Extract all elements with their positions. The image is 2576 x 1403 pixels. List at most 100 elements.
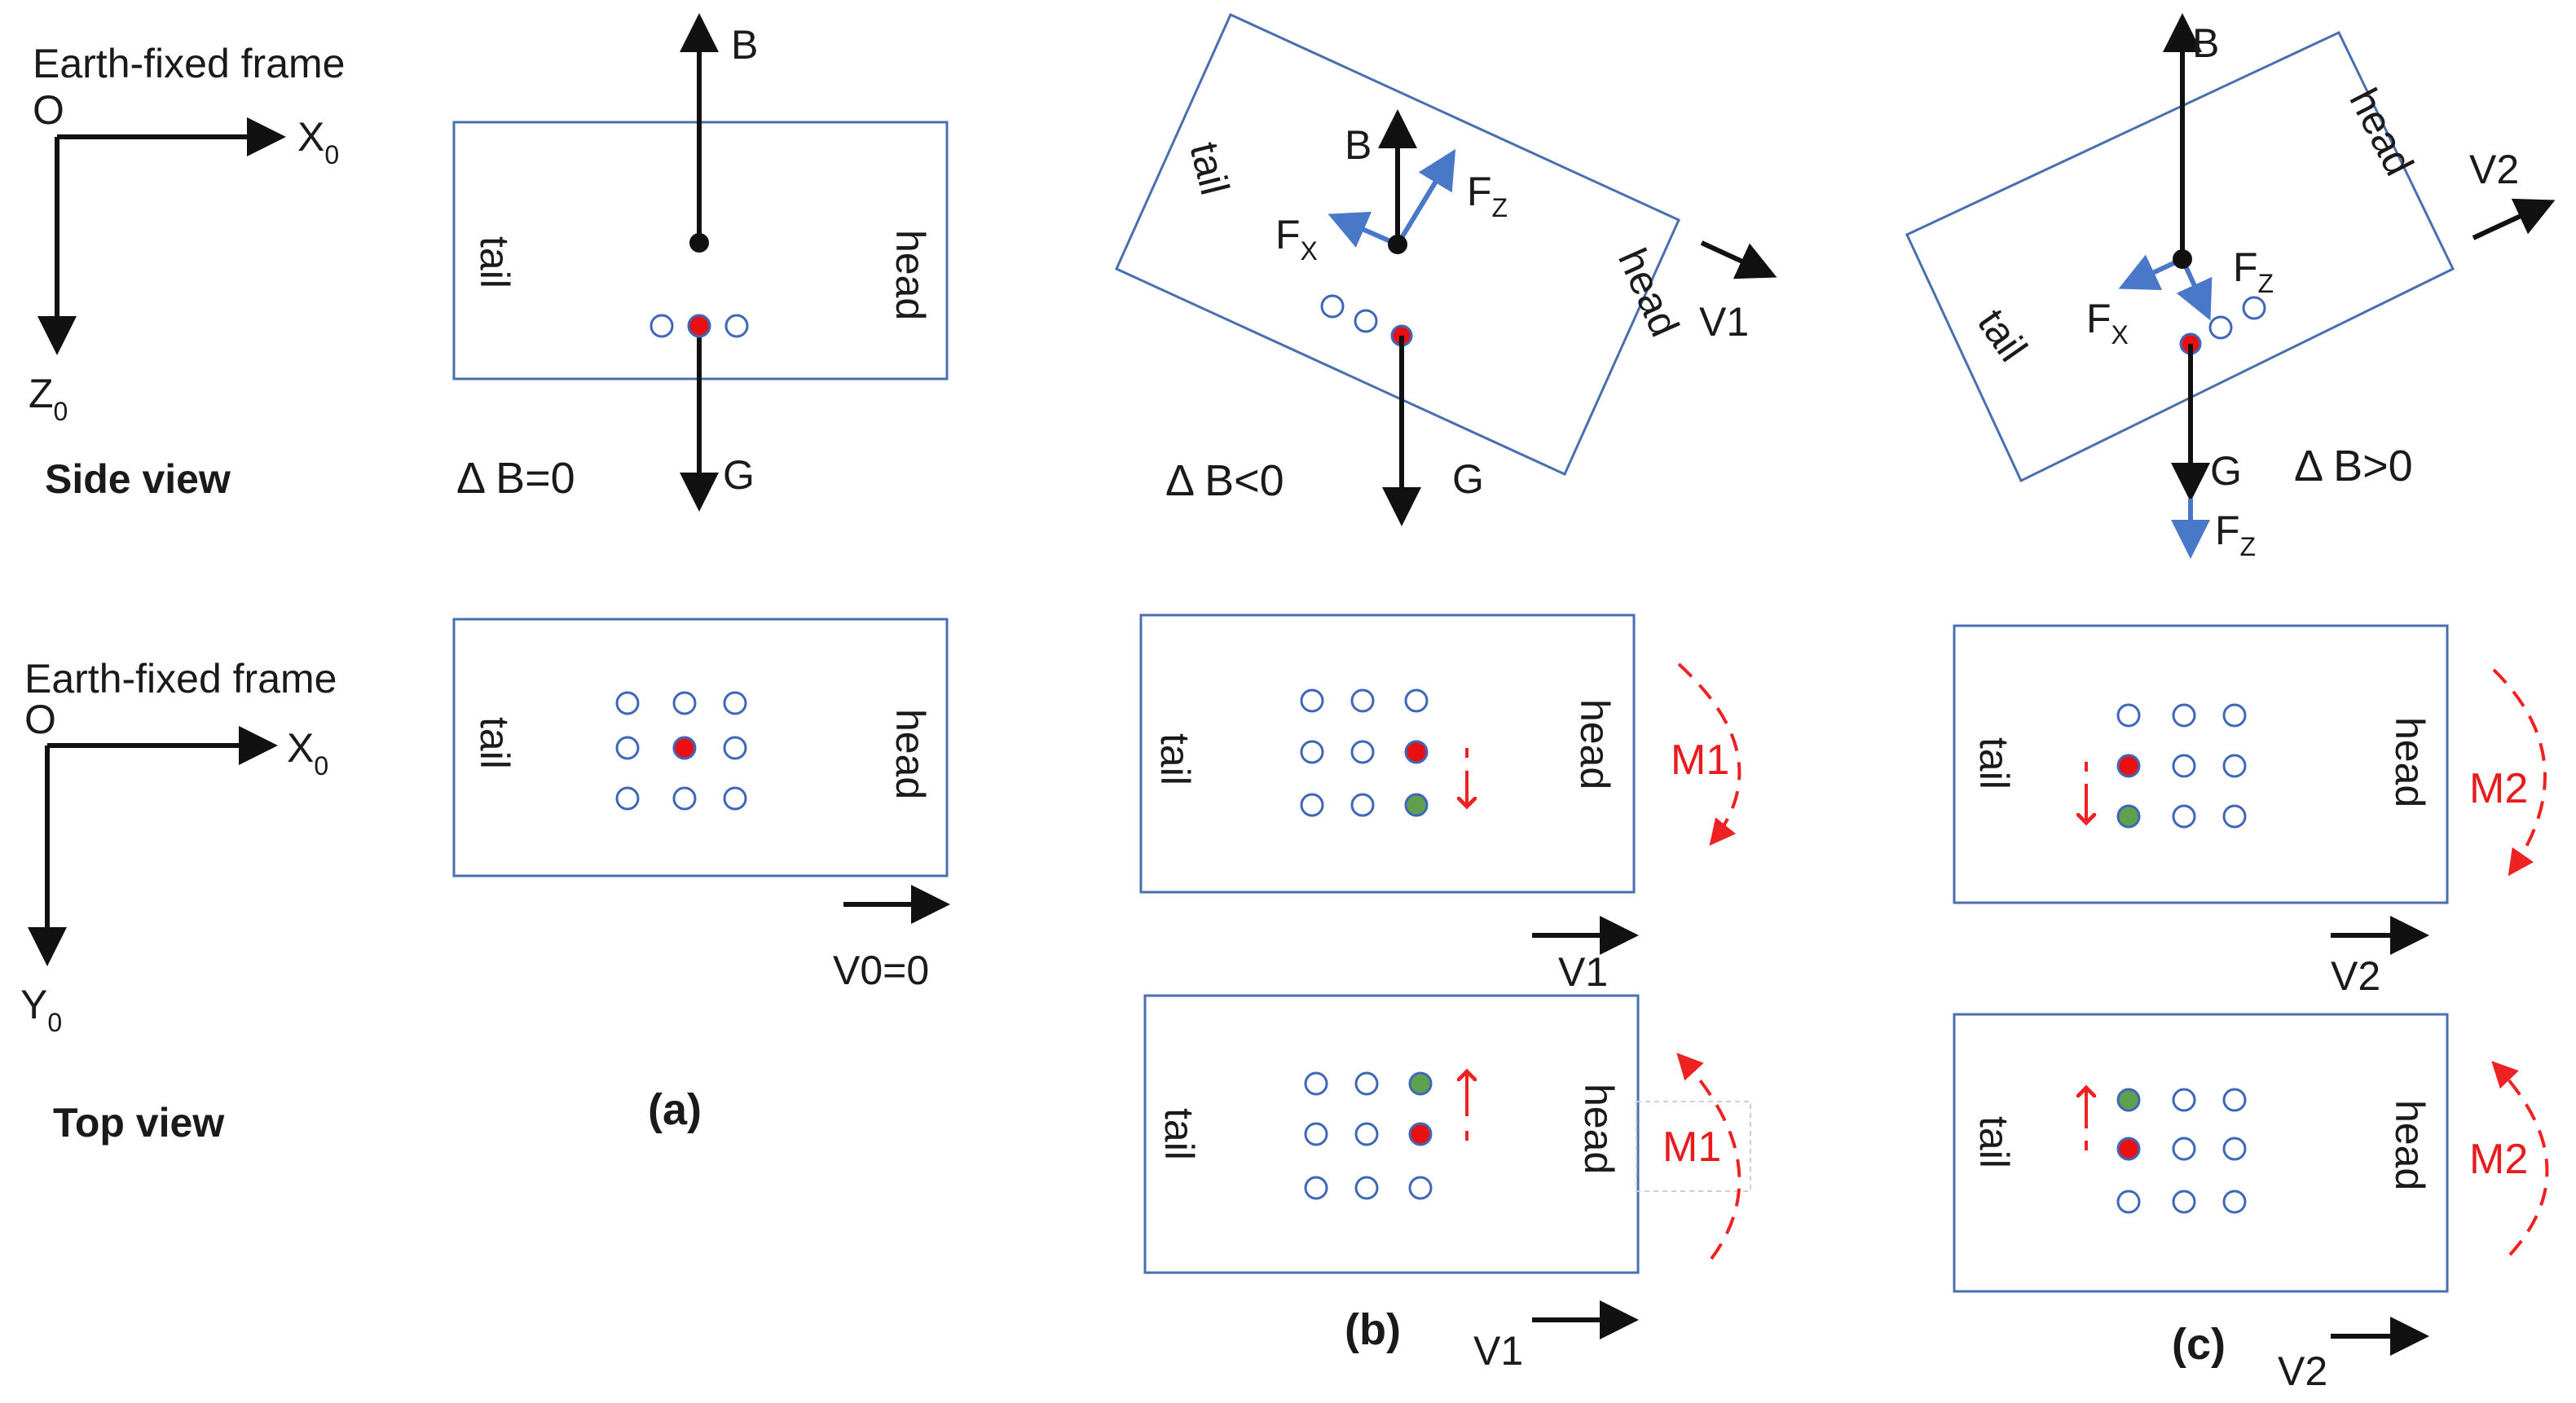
velocity-label: V1 <box>1699 299 1749 345</box>
velocity-label: V2 <box>2331 953 2380 999</box>
mass-slot <box>2222 1137 2247 1161</box>
z-axis-label: Z0 <box>29 371 68 426</box>
mass-slot <box>723 736 747 760</box>
mass-slot <box>2116 1190 2141 1214</box>
panel-a-top: tail head V0=0 (a) <box>452 618 950 1134</box>
mass-slot <box>672 786 697 811</box>
mass-slot <box>1408 1176 1433 1200</box>
mass-slot <box>2222 1190 2247 1214</box>
moment-label: M1 <box>1671 737 1729 784</box>
buoyancy-label: B <box>731 22 758 68</box>
head-label: head <box>2387 717 2433 807</box>
panel-b-side: tail head B FZ FX G V1 Δ B<0 <box>1115 13 1777 526</box>
frame-title-top: Earth-fixed frame <box>24 656 337 702</box>
vehicle-body <box>1143 994 1640 1274</box>
panel-b-top-2: tail head M1 V1 (b) <box>1143 994 1751 1374</box>
gravity-label: G <box>1452 456 1484 502</box>
head-label: head <box>887 230 933 320</box>
mass-position <box>672 736 697 760</box>
gravity-label: G <box>2210 448 2242 494</box>
tail-label: tail <box>1156 1108 1202 1160</box>
mass-slot <box>1350 793 1375 817</box>
vehicle-body <box>1139 614 1636 894</box>
mass-slot <box>1354 1176 1379 1200</box>
moment-label-box <box>1636 1101 1751 1192</box>
panel-c-side: tail head B FX FZ G FZ V2 Δ B>0 <box>1905 13 2556 561</box>
mass-slot <box>1300 688 1324 713</box>
vehicle-body-tilted <box>1905 31 2455 483</box>
head-label: head <box>1609 242 1688 343</box>
mass-target <box>2116 804 2141 829</box>
frame-title-side: Earth-fixed frame <box>33 41 345 86</box>
velocity-label: V1 <box>1473 1328 1523 1374</box>
vehicle-body <box>1953 624 2449 904</box>
mass-slot <box>615 736 640 760</box>
velocity-label: V1 <box>1558 949 1608 995</box>
fx-label: FX <box>2086 296 2129 350</box>
fz-label: FZ <box>1467 169 1508 222</box>
moment-arc <box>1677 662 1742 847</box>
moment-label: M2 <box>2469 1136 2528 1183</box>
mass-slot <box>2116 703 2141 728</box>
fz-down-label: FZ <box>2215 508 2256 561</box>
side-view-label: Side view <box>45 456 231 502</box>
head-label: head <box>1576 1084 1622 1174</box>
panel-caption-c: (c) <box>2172 1320 2226 1369</box>
mass-slot <box>2172 703 2196 728</box>
fz-arrow <box>2176 257 2213 321</box>
mass-slot <box>2222 804 2247 829</box>
panel-a-side: tail head B G Δ B=0 <box>452 13 949 512</box>
mass-slot <box>723 786 747 811</box>
delta-b-label: Δ B>0 <box>2294 442 2413 490</box>
mass-slot <box>1354 309 1378 333</box>
buoyancy-label: B <box>1345 122 1372 168</box>
panel-caption-a: (a) <box>648 1085 702 1134</box>
moment-label: M2 <box>2469 765 2528 812</box>
fz-label: FZ <box>2233 244 2274 298</box>
mass-slot <box>2242 296 2266 320</box>
mass-slot <box>2172 804 2196 829</box>
mass-slot <box>2172 1137 2196 1161</box>
tail-label: tail <box>1971 737 2017 789</box>
delta-b-label: Δ B<0 <box>1165 456 1284 505</box>
fx-label: FX <box>1275 212 1318 266</box>
panel-caption-b: (b) <box>1345 1305 1401 1354</box>
velocity-arrow <box>1700 240 1777 279</box>
head-label: head <box>1572 699 1618 789</box>
mass-slot <box>1304 1071 1328 1096</box>
panel-c-top-1: tail head M2 V2 <box>1953 624 2547 999</box>
mass-slot <box>2208 315 2233 340</box>
fx-arrow <box>2118 254 2184 291</box>
mass-slot <box>1320 294 1345 319</box>
mass-slot <box>672 691 697 715</box>
mass-target <box>1408 1071 1433 1096</box>
mass-target <box>2116 1088 2141 1112</box>
velocity-label: V2 <box>2469 147 2519 192</box>
moment-label: M1 <box>1662 1124 1721 1171</box>
mass-slot <box>2222 754 2247 778</box>
tail-label: tail <box>1969 301 2037 369</box>
mass-target <box>1404 793 1429 817</box>
tail-label: tail <box>1971 1116 2017 1168</box>
origin-label-top: O <box>24 697 56 742</box>
mass-slot <box>1404 688 1429 713</box>
fx-arrow <box>1328 211 1399 248</box>
y-axis-label-top: Y0 <box>20 982 62 1037</box>
mass-slot <box>2172 1088 2196 1112</box>
vehicle-body <box>1953 1013 2449 1293</box>
gravity-label: G <box>723 452 755 498</box>
mass-position <box>2116 754 2141 778</box>
x-axis-label: X0 <box>297 114 339 169</box>
mass-slot <box>724 314 749 338</box>
mass-position <box>2116 1137 2141 1161</box>
vehicle-body-tilted <box>1115 13 1680 476</box>
mass-slot <box>615 691 640 715</box>
mass-slot <box>1350 688 1375 713</box>
panel-c-top-2: tail head M2 V2 (c) <box>1953 1013 2549 1394</box>
moment-arc <box>2491 1061 2549 1256</box>
moment-arc <box>1676 1053 1742 1260</box>
tail-label: tail <box>1152 733 1198 785</box>
center-of-buoyancy <box>689 233 709 253</box>
mass-position <box>1404 740 1429 764</box>
